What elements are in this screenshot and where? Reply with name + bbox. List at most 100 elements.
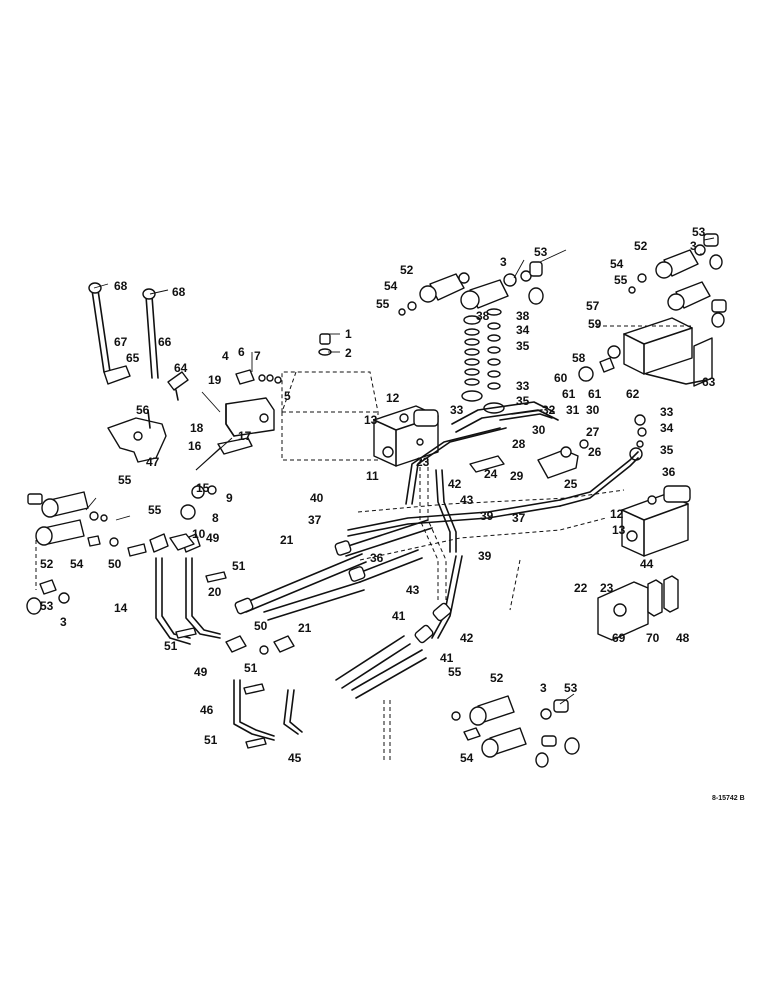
callout: 49 (194, 665, 208, 679)
leader-lines (85, 237, 715, 705)
callout: 61 (562, 387, 576, 401)
callout: 53 (534, 245, 548, 259)
callout: 34 (516, 323, 530, 337)
callout: 32 (542, 403, 556, 417)
callout: 11 (366, 469, 379, 483)
callout: 18 (190, 421, 204, 435)
callout: 62 (626, 387, 640, 401)
callout: 30 (532, 423, 546, 437)
callout: 43 (460, 493, 474, 507)
callout: 42 (460, 631, 474, 645)
callout: 59 (588, 317, 602, 331)
callout: 36 (370, 551, 384, 565)
callout: 38 (476, 309, 490, 323)
callout: 70 (646, 631, 660, 645)
bottom-tubes (225, 635, 303, 741)
callout: 23 (600, 581, 614, 595)
callout: 20 (208, 585, 222, 599)
callout: 35 (660, 443, 674, 457)
callout-labels: 1 2 3 3 3 3 3 4 5 6 7 8 9 10 11 12 12 13… (40, 225, 716, 765)
coupler-group-bottom (451, 695, 580, 768)
callout: 66 (158, 335, 172, 349)
callout: 19 (208, 373, 222, 387)
control-valve-right (621, 485, 691, 557)
callout: 55 (148, 503, 162, 517)
callout: 64 (174, 361, 188, 375)
callout: 35 (516, 394, 530, 408)
coupler-group-top-right (628, 233, 727, 328)
callout: 52 (400, 263, 414, 277)
bolt-washers (235, 369, 282, 385)
callout: 28 (512, 437, 526, 451)
callout: 3 (60, 615, 67, 629)
callout: 39 (480, 509, 494, 523)
callout: 37 (512, 511, 526, 525)
callout: 49 (206, 531, 220, 545)
callout: 3 (500, 255, 507, 269)
callout: 55 (118, 473, 132, 487)
callout: 8 (212, 511, 219, 525)
callout: 51 (164, 639, 178, 653)
lower-hoses (335, 602, 452, 699)
callout: 50 (108, 557, 122, 571)
callout: 3 (690, 239, 697, 253)
callout: 36 (662, 465, 676, 479)
callout: 7 (254, 349, 261, 363)
callout: 33 (450, 403, 464, 417)
callout: 57 (586, 299, 600, 313)
callout: 13 (364, 413, 378, 427)
callout: 10 (192, 527, 206, 541)
drawing-reference-number: 8-15742 B (712, 795, 745, 802)
callout: 37 (308, 513, 322, 527)
callout: 30 (586, 403, 600, 417)
callout: 24 (484, 467, 498, 481)
coupler-group-top (398, 261, 544, 316)
valve-spring-stack (461, 308, 505, 414)
control-valve-left (373, 405, 439, 467)
callout: 1 (345, 327, 352, 341)
callout: 35 (516, 339, 530, 353)
callout: 21 (298, 621, 312, 635)
callout: 40 (310, 491, 324, 505)
callout: 41 (440, 651, 454, 665)
callout: 63 (702, 375, 716, 389)
callout: 16 (188, 439, 202, 453)
callout: 26 (588, 445, 602, 459)
callout: 9 (226, 491, 233, 505)
callout: 56 (136, 403, 150, 417)
callout: 29 (510, 469, 524, 483)
callout: 53 (40, 599, 54, 613)
callout: 33 (516, 379, 530, 393)
callout: 12 (610, 507, 624, 521)
hoses (234, 519, 433, 621)
callout: 17 (238, 429, 252, 443)
callout: 52 (40, 557, 54, 571)
callout: 38 (516, 309, 530, 323)
callout: 54 (70, 557, 84, 571)
coupler-group-left (26, 491, 147, 615)
callout: 22 (574, 581, 588, 595)
callout: 54 (460, 751, 474, 765)
callout: 45 (288, 751, 302, 765)
tractor-housing-outline (281, 371, 379, 461)
callout: 41 (392, 609, 406, 623)
hydraulic-lines (347, 427, 639, 639)
callout: 42 (448, 477, 462, 491)
callout: 68 (172, 285, 186, 299)
callout: 46 (200, 703, 214, 717)
callout: 6 (238, 345, 245, 359)
callout: 55 (448, 665, 462, 679)
callout: 2 (345, 346, 352, 360)
callout: 12 (386, 391, 400, 405)
callout: 67 (114, 335, 128, 349)
callout: 47 (146, 455, 160, 469)
callout: 61 (588, 387, 602, 401)
callout: 13 (612, 523, 626, 537)
callout: 51 (244, 661, 258, 675)
callout: 21 (280, 533, 294, 547)
callout: 27 (586, 425, 600, 439)
callout: 5 (284, 389, 291, 403)
callout: 53 (564, 681, 578, 695)
callout: 15 (196, 481, 210, 495)
